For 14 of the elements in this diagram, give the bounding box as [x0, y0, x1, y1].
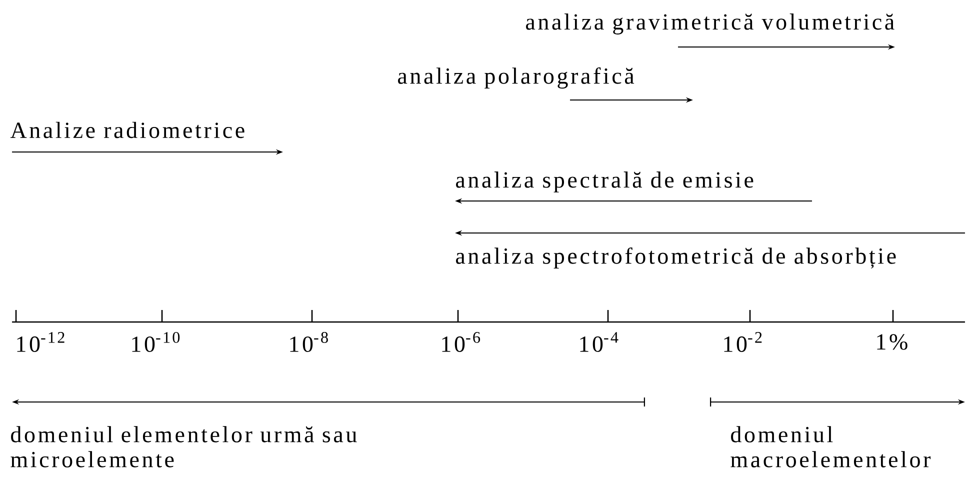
method-label: analiza spectrală de emisie — [456, 172, 754, 192]
scale-label: 10$^{-2}$ — [724, 332, 762, 352]
domain-label: domeniul elementelor urmă sau microelemente — [10, 426, 357, 468]
scale-label: 10$^{-8}$ — [290, 332, 328, 352]
scale-label: 1% — [877, 334, 908, 350]
method-label: analiza polarografică — [398, 67, 634, 89]
scale-label: 10$^{-12}$ — [17, 332, 64, 352]
scale-label: 10$^{-10}$ — [132, 332, 180, 352]
method-label: Analize radiometrice — [10, 122, 244, 138]
domain-label: domeniul macroelementelor — [730, 426, 931, 468]
method-label: analiza spectrofotometrică de absorbție — [456, 247, 896, 269]
method-label: analiza gravimetrică volumetrică — [526, 14, 894, 34]
scale-label: 10$^{-6}$ — [442, 332, 480, 352]
scale-label: 10$^{-4}$ — [580, 332, 618, 352]
